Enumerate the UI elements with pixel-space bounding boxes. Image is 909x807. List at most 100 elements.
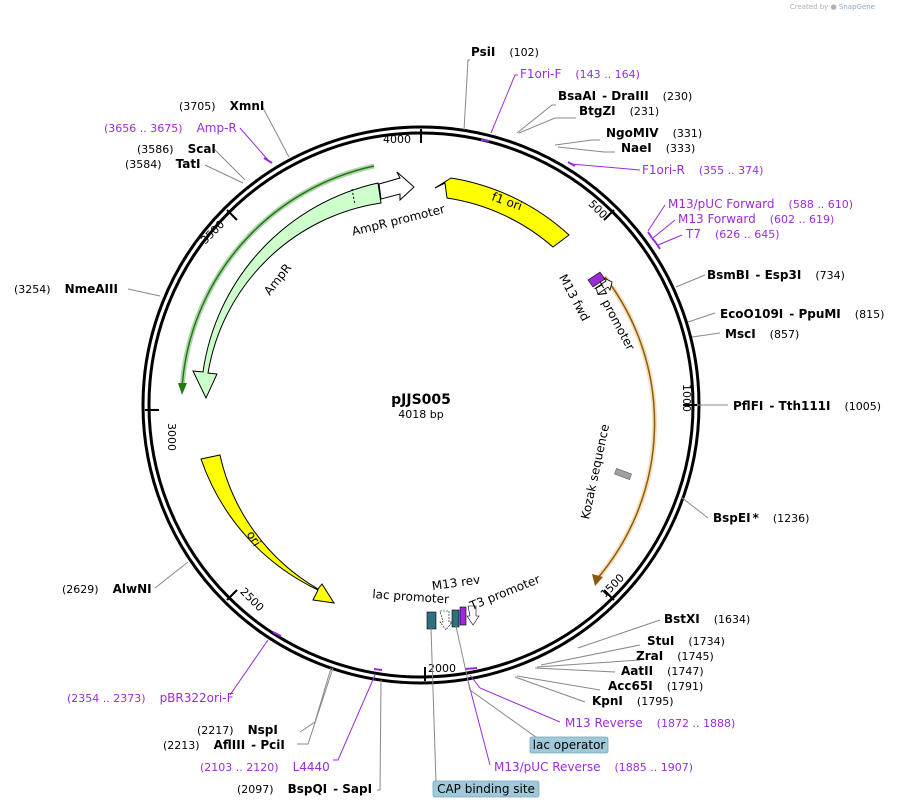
svg-text:BsmBI- Esp3I(734): BsmBI - Esp3I (734) — [707, 268, 845, 282]
enzyme-kpni[interactable]: KpnI — [592, 694, 623, 708]
snapgene-credit: Created by ● SnapGene — [790, 3, 875, 11]
ori-feature[interactable] — [200, 454, 336, 604]
svg-text:ZraI(1745): ZraI (1745) — [636, 649, 714, 663]
enzyme-nmeaiii[interactable]: NmeAIII — [65, 282, 118, 296]
enzyme-nmeaiii-pos: (3254) — [14, 283, 51, 296]
enzyme-ppumi[interactable]: - PpuMI — [789, 307, 841, 321]
primer-m13-reverse[interactable]: M13 Reverse — [565, 716, 643, 730]
svg-text:(2354 .. 2373)pBR322ori-F: (2354 .. 2373)pBR322ori-F — [67, 691, 234, 705]
lac-operator-box[interactable]: lac operator — [529, 736, 609, 754]
enzyme-btgzi[interactable]: BtgZI — [579, 104, 616, 118]
primer-f1ori-r[interactable]: F1ori-R — [642, 163, 685, 177]
primer-l4440-range: (2103 .. 2120) — [200, 761, 279, 774]
svg-text:(2217)NspI: (2217) NspI — [197, 723, 278, 737]
credit-brand: SnapGene — [838, 3, 875, 11]
primer-m13-puc-forward-range: (588 .. 610) — [789, 198, 854, 211]
tick-marks — [145, 129, 697, 681]
box-leader-lines — [430, 625, 541, 783]
enzyme-leader-lines — [127, 59, 728, 791]
enzyme-tth111i[interactable]: - Tth111I — [769, 399, 830, 413]
enzyme-pflfi[interactable]: PflFI — [733, 399, 763, 413]
enzyme-btgzi-pos: (231) — [630, 105, 660, 118]
orf-line — [596, 276, 656, 580]
enzyme-msci[interactable]: MscI — [725, 327, 756, 341]
ampr-join — [351, 188, 356, 206]
enzyme-acc65i[interactable]: Acc65I — [608, 679, 653, 693]
primer-t7-range: (626 .. 645) — [715, 228, 780, 241]
primer-m13-forward[interactable]: M13 Forward — [678, 212, 756, 226]
primer-f1ori-f[interactable]: F1ori-F — [520, 67, 561, 81]
enzyme-bsaai[interactable]: BsaAI — [558, 89, 596, 103]
enzyme-ngomiv[interactable]: NgoMIV — [606, 126, 659, 140]
primer-labels: F1ori-F(143 .. 164) F1ori-R(355 .. 374) … — [67, 67, 853, 774]
enzyme-xmni[interactable]: XmnI — [230, 99, 265, 113]
ampr-feature[interactable] — [192, 182, 382, 400]
enzyme-tati-pos: (3584) — [125, 158, 162, 171]
enzyme-aatii-pos: (1747) — [667, 665, 704, 678]
lac-promoter-feature[interactable] — [439, 610, 453, 631]
svg-text:(3656 .. 3675)Amp-R: (3656 .. 3675)Amp-R — [104, 121, 237, 135]
enzyme-esp3i[interactable]: - Esp3I — [755, 268, 801, 282]
lac-operator-label: lac operator — [533, 738, 606, 752]
enzyme-alwni[interactable]: AlwNI — [113, 582, 152, 596]
t3-promoter-feature[interactable] — [466, 605, 480, 626]
enzyme-pcii[interactable]: - PciI — [251, 738, 285, 752]
cap-site-feature[interactable] — [426, 611, 437, 630]
enzyme-bsaai-pos: (230) — [663, 90, 693, 103]
svg-text:NgoMIV(331): NgoMIV(331) — [606, 126, 702, 140]
enzyme-pflfi-pos: (1005) — [845, 400, 882, 413]
svg-text:(3586)ScaI: (3586)ScaI — [137, 142, 216, 156]
f1-ori-feature[interactable] — [434, 177, 570, 248]
primer-t7[interactable]: T7 — [685, 227, 701, 241]
enzyme-bsmbi-pos: (734) — [815, 269, 845, 282]
kozak-feature[interactable] — [614, 468, 632, 480]
enzyme-bspei[interactable]: BspEI — [713, 511, 751, 525]
enzyme-bsmbi[interactable]: BsmBI — [707, 268, 749, 282]
primer-leader-lines — [229, 74, 683, 766]
ampr-label: AmpR — [261, 261, 294, 298]
svg-text:NaeI(333): NaeI(333) — [621, 141, 695, 155]
svg-text:BtgZI(231): BtgZI (231) — [579, 104, 659, 118]
svg-text:T7(626 .. 645): T7 (626 .. 645) — [685, 227, 780, 241]
enzyme-alwni-pos: (2629) — [62, 583, 99, 596]
enzyme-bstxi[interactable]: BstXI — [664, 612, 700, 626]
m13-rev-feature[interactable] — [459, 606, 467, 626]
enzyme-ecoo109i[interactable]: EcoO109I — [720, 307, 783, 321]
enzyme-nspi[interactable]: NspI — [248, 723, 278, 737]
primer-amp-r[interactable]: Amp-R — [197, 121, 237, 135]
enzyme-draiii[interactable]: - DraIII — [602, 89, 649, 103]
enzyme-nspi-pos: (2217) — [197, 724, 234, 737]
tick-3000: 3000 — [165, 423, 178, 451]
primer-m13-reverse-range: (1872 .. 1888) — [657, 717, 736, 730]
enzyme-zrai-pos: (1745) — [677, 650, 714, 663]
enzyme-psii-pos: (102) — [509, 46, 539, 59]
svg-text:(2097)BspQI- SapI: (2097)BspQI- SapI — [237, 782, 372, 796]
enzyme-scai[interactable]: ScaI — [188, 142, 216, 156]
enzyme-stui[interactable]: StuI — [647, 634, 674, 648]
enzyme-afliii-pos: (2213) — [163, 739, 200, 752]
cap-site-box[interactable]: CAP binding site — [432, 780, 540, 798]
enzyme-kpni-pos: (1795) — [637, 695, 674, 708]
enzyme-sapi[interactable]: - SapI — [333, 782, 372, 796]
t7-promoter-feature[interactable] — [595, 276, 613, 295]
enzyme-afliii[interactable]: AflIII — [214, 738, 246, 752]
enzyme-zrai[interactable]: ZraI — [636, 649, 663, 663]
svg-text:M13/pUC Reverse(1885 .. 1907): M13/pUC Reverse(1885 .. 1907) — [494, 760, 693, 774]
enzyme-psii[interactable]: PsiI — [471, 45, 495, 59]
primer-m13-puc-reverse[interactable]: M13/pUC Reverse — [494, 760, 601, 774]
svg-text:PflFI- Tth111I(1005): PflFI - Tth111I (1005) — [733, 399, 881, 413]
enzyme-aatii[interactable]: AatII — [621, 664, 653, 678]
svg-text:MscI(857): MscI(857) — [725, 327, 799, 341]
enzyme-tati[interactable]: TatI — [176, 157, 201, 171]
primer-f1ori-f-range: (143 .. 164) — [575, 68, 640, 81]
enzyme-naei[interactable]: NaeI — [621, 141, 652, 155]
primer-pbr322ori-f[interactable]: pBR322ori-F — [160, 691, 234, 705]
lac-operator-feature[interactable] — [451, 609, 460, 628]
tick-3500: 3500 — [198, 218, 227, 247]
enzyme-bspqi[interactable]: BspQI — [288, 782, 328, 796]
primer-m13-puc-forward[interactable]: M13/pUC Forward — [668, 197, 775, 211]
primer-l4440[interactable]: L4440 — [293, 760, 330, 774]
ampr-promoter-feature[interactable] — [378, 171, 415, 202]
svg-text:(2103 .. 2120)L4440: (2103 .. 2120) L4440 — [200, 760, 330, 774]
